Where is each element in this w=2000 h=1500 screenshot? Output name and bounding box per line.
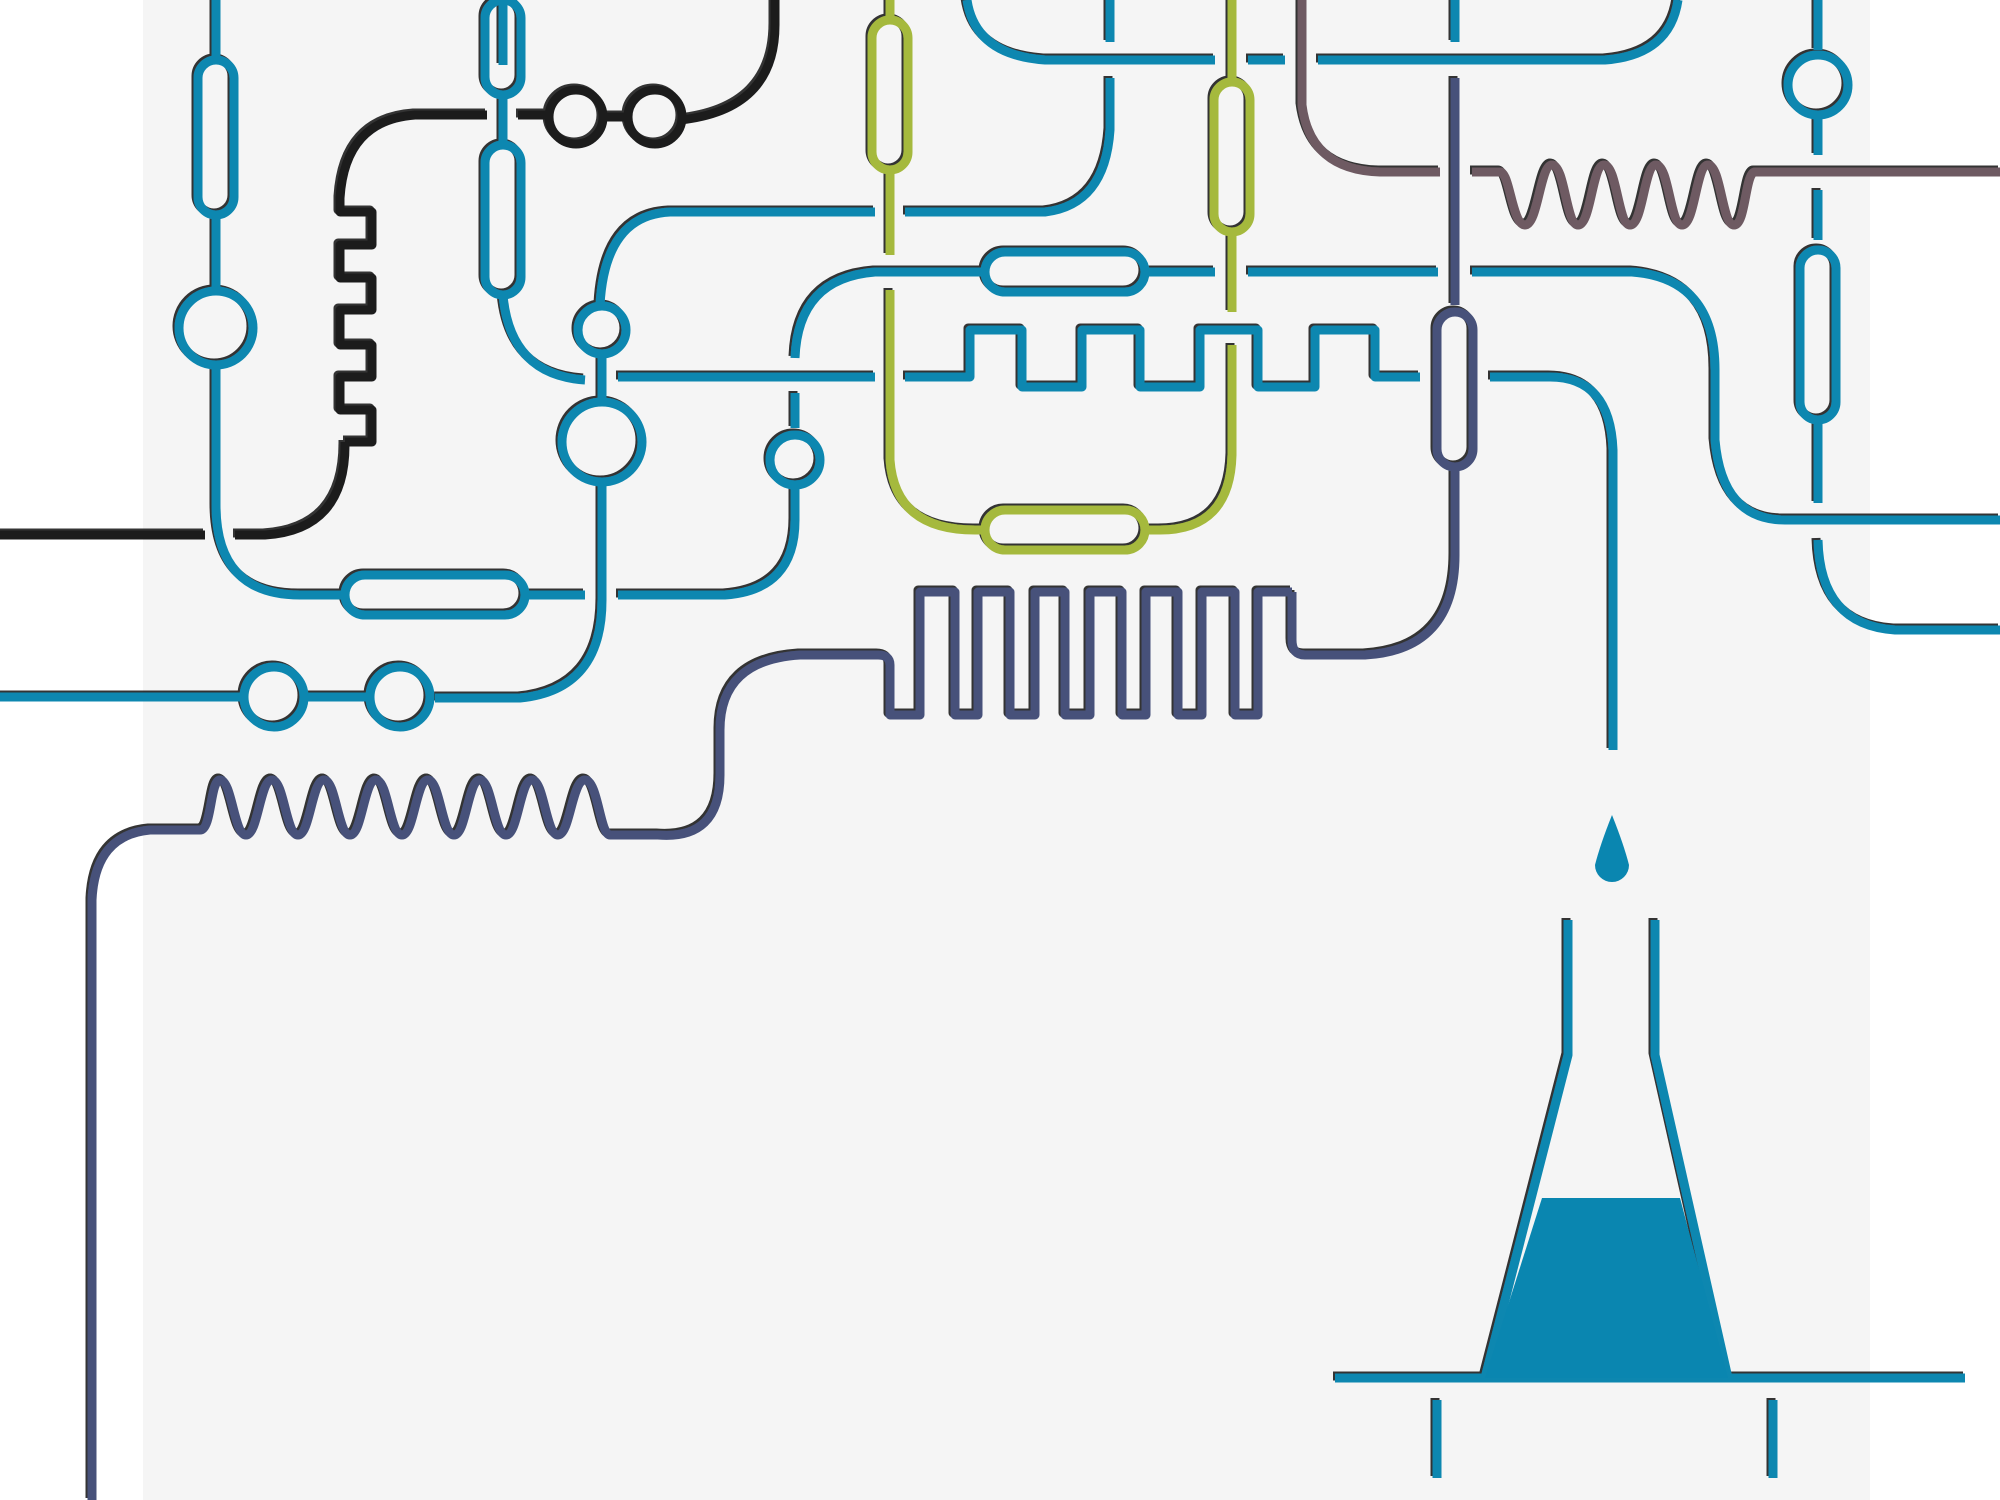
blue-pipe-network — [0, 0, 2000, 750]
navy-capsule-right — [1432, 307, 1478, 472]
navy-pipe-network — [87, 78, 1478, 1500]
black-pipe-left-hz — [0, 440, 350, 540]
blue-pipe-junction-curve — [595, 207, 875, 306]
blue-valve-bottom-1 — [239, 662, 309, 732]
blue-pipe-right-drip — [1490, 372, 1618, 750]
navy-serpentine — [610, 587, 1292, 840]
black-valve-2 — [623, 85, 687, 149]
blue-valve-junction-large — [557, 397, 647, 487]
blue-capsule-mid-top — [980, 247, 1150, 297]
blue-pipe-bottom-mid — [618, 485, 800, 600]
green-pipe-left-down — [885, 170, 985, 535]
blue-pipe-upper-mid-hz — [905, 78, 1115, 217]
black-zigzag — [335, 110, 487, 447]
mauve-coil — [1472, 160, 2000, 230]
black-pipe-top-right — [518, 0, 780, 125]
blue-square-wave — [618, 325, 1420, 392]
blue-valve-bottom-2 — [365, 662, 435, 732]
blue-pipe-junction-lower — [435, 482, 607, 703]
green-capsule-top-right — [1209, 77, 1255, 237]
green-capsule-top-left — [867, 15, 913, 175]
green-pipe-right-curve — [1145, 345, 1237, 535]
blue-valve-small-mid — [765, 430, 825, 490]
green-pipe-network — [867, 0, 1255, 555]
blue-valve-left — [174, 286, 258, 370]
black-pipe-network — [0, 0, 780, 540]
blue-pipe-far-right-curve — [1813, 539, 2000, 635]
blue-pipe-mid-curve-left — [790, 267, 985, 359]
flask-outline — [1480, 920, 1733, 1380]
blue-pipe-left-low — [211, 366, 345, 600]
drop-icon — [1595, 815, 1629, 882]
blue-capsule-bottom-left — [340, 570, 530, 620]
black-valve-1 — [544, 85, 608, 149]
blue-pipe-upper-curve — [498, 294, 586, 385]
mauve-pipe-network — [1297, 0, 2000, 230]
mauve-pipe-top — [1297, 0, 1440, 177]
flask-liquid — [1485, 1198, 1728, 1378]
blue-capsule-upper-left-2 — [480, 140, 526, 300]
blue-pipe-mid-right-long — [1248, 267, 2000, 525]
blue-capsule-left — [193, 55, 239, 220]
navy-pipe-down — [1287, 467, 1460, 660]
blue-valve-far-right — [1783, 50, 1853, 120]
blue-pipe-top-arc — [962, 0, 1683, 65]
navy-coil — [87, 775, 613, 1500]
blue-valve-junction-small — [573, 301, 631, 359]
blue-capsule-far-right — [1795, 245, 1841, 425]
green-capsule-bottom — [980, 505, 1150, 555]
